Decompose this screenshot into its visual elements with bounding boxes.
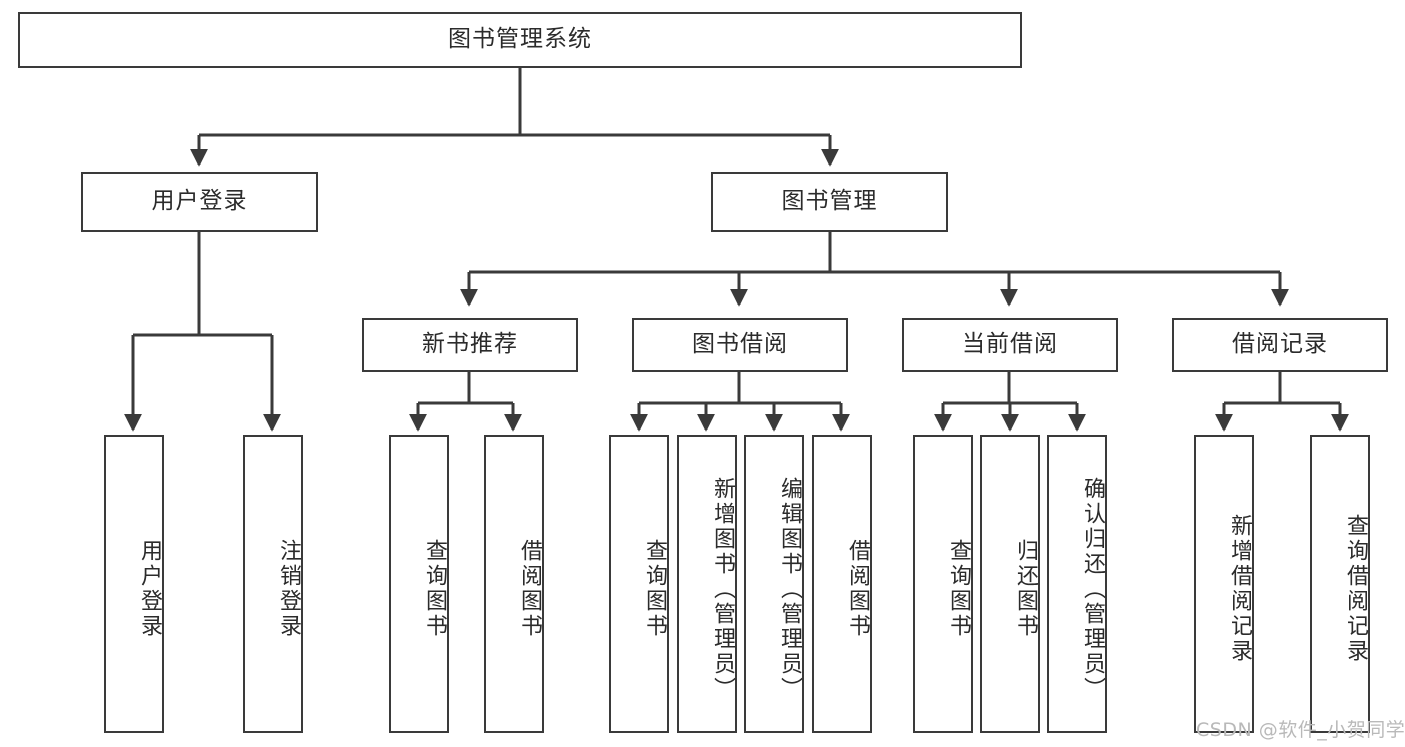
leaf-user-login[interactable]: 用户登录 xyxy=(104,435,164,733)
leaf-return-book[interactable]: 归还图书 xyxy=(980,435,1040,733)
node-label: 新增借阅记录 xyxy=(1227,514,1252,664)
node-user-login[interactable]: 用户登录 xyxy=(81,172,318,232)
csdn-watermark: CSDN @软件_小贺同学 xyxy=(1196,719,1405,741)
leaf-add-borrow-record[interactable]: 新增借阅记录 xyxy=(1194,435,1254,733)
node-label: 归还图书 xyxy=(1013,539,1038,639)
node-label: 图书管理系统 xyxy=(448,26,592,53)
node-label: 图书管理 xyxy=(781,188,878,215)
leaf-logout-login[interactable]: 注销登录 xyxy=(243,435,303,733)
leaf-query-book-3[interactable]: 查询图书 xyxy=(913,435,973,733)
node-label: 新书推荐 xyxy=(422,331,518,358)
node-label: 借阅图书 xyxy=(517,539,542,639)
node-new-book-recommend[interactable]: 新书推荐 xyxy=(362,318,578,372)
leaf-edit-book-admin[interactable]: 编辑图书（管理员） xyxy=(744,435,804,733)
node-label: 用户登录 xyxy=(151,188,248,215)
node-book-management[interactable]: 图书管理 xyxy=(711,172,948,232)
leaf-query-book-2[interactable]: 查询图书 xyxy=(609,435,669,733)
leaf-borrow-book-2[interactable]: 借阅图书 xyxy=(812,435,872,733)
leaf-query-borrow-record[interactable]: 查询借阅记录 xyxy=(1310,435,1370,733)
node-label: 查询图书 xyxy=(946,539,971,639)
node-book-borrow[interactable]: 图书借阅 xyxy=(632,318,848,372)
leaf-query-book-1[interactable]: 查询图书 xyxy=(389,435,449,733)
node-label: 编辑图书（管理员） xyxy=(777,476,802,702)
leaf-confirm-return-admin[interactable]: 确认归还（管理员） xyxy=(1047,435,1107,733)
node-current-borrow[interactable]: 当前借阅 xyxy=(902,318,1118,372)
node-label: 借阅图书 xyxy=(845,539,870,639)
leaf-add-book-admin[interactable]: 新增图书（管理员） xyxy=(677,435,737,733)
node-label: 借阅记录 xyxy=(1232,331,1328,358)
node-root-system[interactable]: 图书管理系统 xyxy=(18,12,1022,68)
node-label: 注销登录 xyxy=(276,539,301,639)
node-label: 用户登录 xyxy=(137,539,162,639)
leaf-borrow-book-1[interactable]: 借阅图书 xyxy=(484,435,544,733)
node-label: 查询图书 xyxy=(642,539,667,639)
node-label: 当前借阅 xyxy=(962,331,1058,358)
node-label: 确认归还（管理员） xyxy=(1080,476,1105,702)
node-label: 查询图书 xyxy=(422,539,447,639)
node-label: 新增图书（管理员） xyxy=(710,476,735,702)
node-borrow-record[interactable]: 借阅记录 xyxy=(1172,318,1388,372)
node-label: 查询借阅记录 xyxy=(1343,514,1368,664)
node-label: 图书借阅 xyxy=(692,331,788,358)
